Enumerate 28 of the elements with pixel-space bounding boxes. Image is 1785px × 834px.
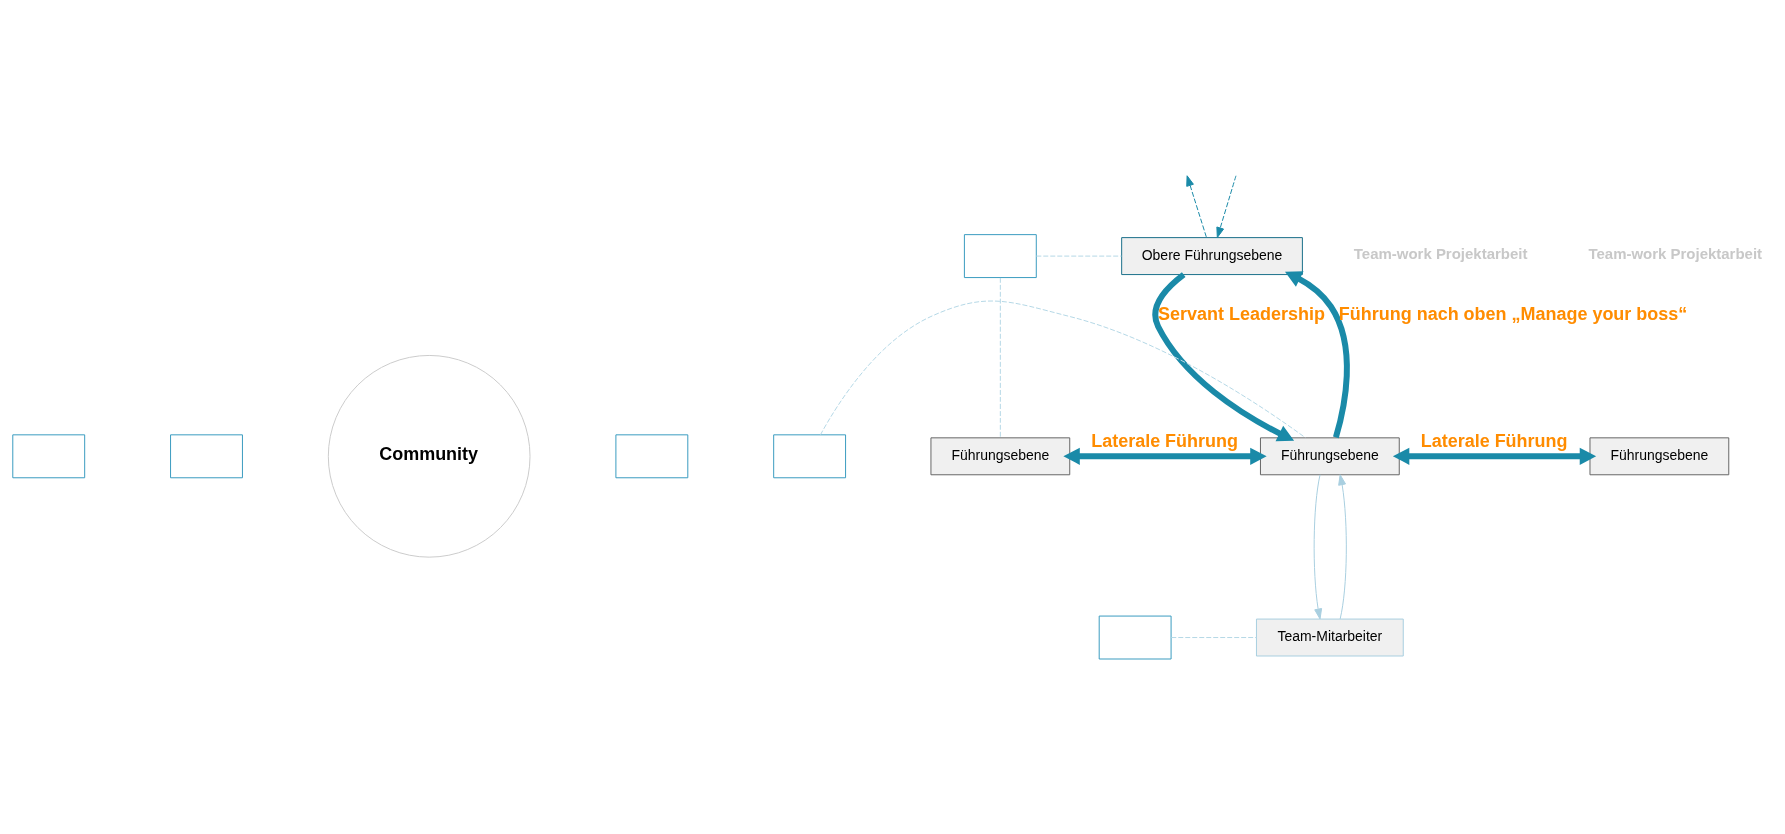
node-box: Führungsebene (1589, 437, 1730, 476)
arrow (1216, 175, 1237, 239)
node-box (963, 234, 1037, 279)
node-box: Führungsebene (930, 437, 1071, 476)
arrow (1285, 271, 1350, 439)
arrow (1313, 474, 1323, 620)
node-box (773, 434, 847, 479)
connector (1035, 255, 1122, 257)
arrow (1392, 447, 1597, 465)
edge-label: Laterale Führung (1420, 430, 1568, 451)
node-box: Team-Mitarbeiter (1255, 618, 1404, 657)
connector (820, 300, 1306, 439)
edge-label: Laterale Führung (1091, 430, 1238, 451)
node-box (12, 434, 86, 479)
node-box: Obere Führungsebene (1121, 237, 1303, 276)
node-box: Führungsebene (1259, 437, 1400, 476)
arrow (1152, 272, 1295, 442)
edge-label: Führung nach oben „Manage your boss“ (1338, 303, 1688, 324)
edge-label: Servant Leadership (1158, 303, 1325, 324)
connector (1170, 637, 1257, 639)
node-circle: Community (327, 354, 531, 558)
arrow (1338, 474, 1347, 620)
node-box (170, 434, 243, 479)
arrow (1186, 175, 1207, 239)
connector (999, 277, 1001, 439)
arrow (1063, 447, 1267, 465)
node-box (1098, 615, 1172, 660)
node-box (615, 434, 689, 479)
